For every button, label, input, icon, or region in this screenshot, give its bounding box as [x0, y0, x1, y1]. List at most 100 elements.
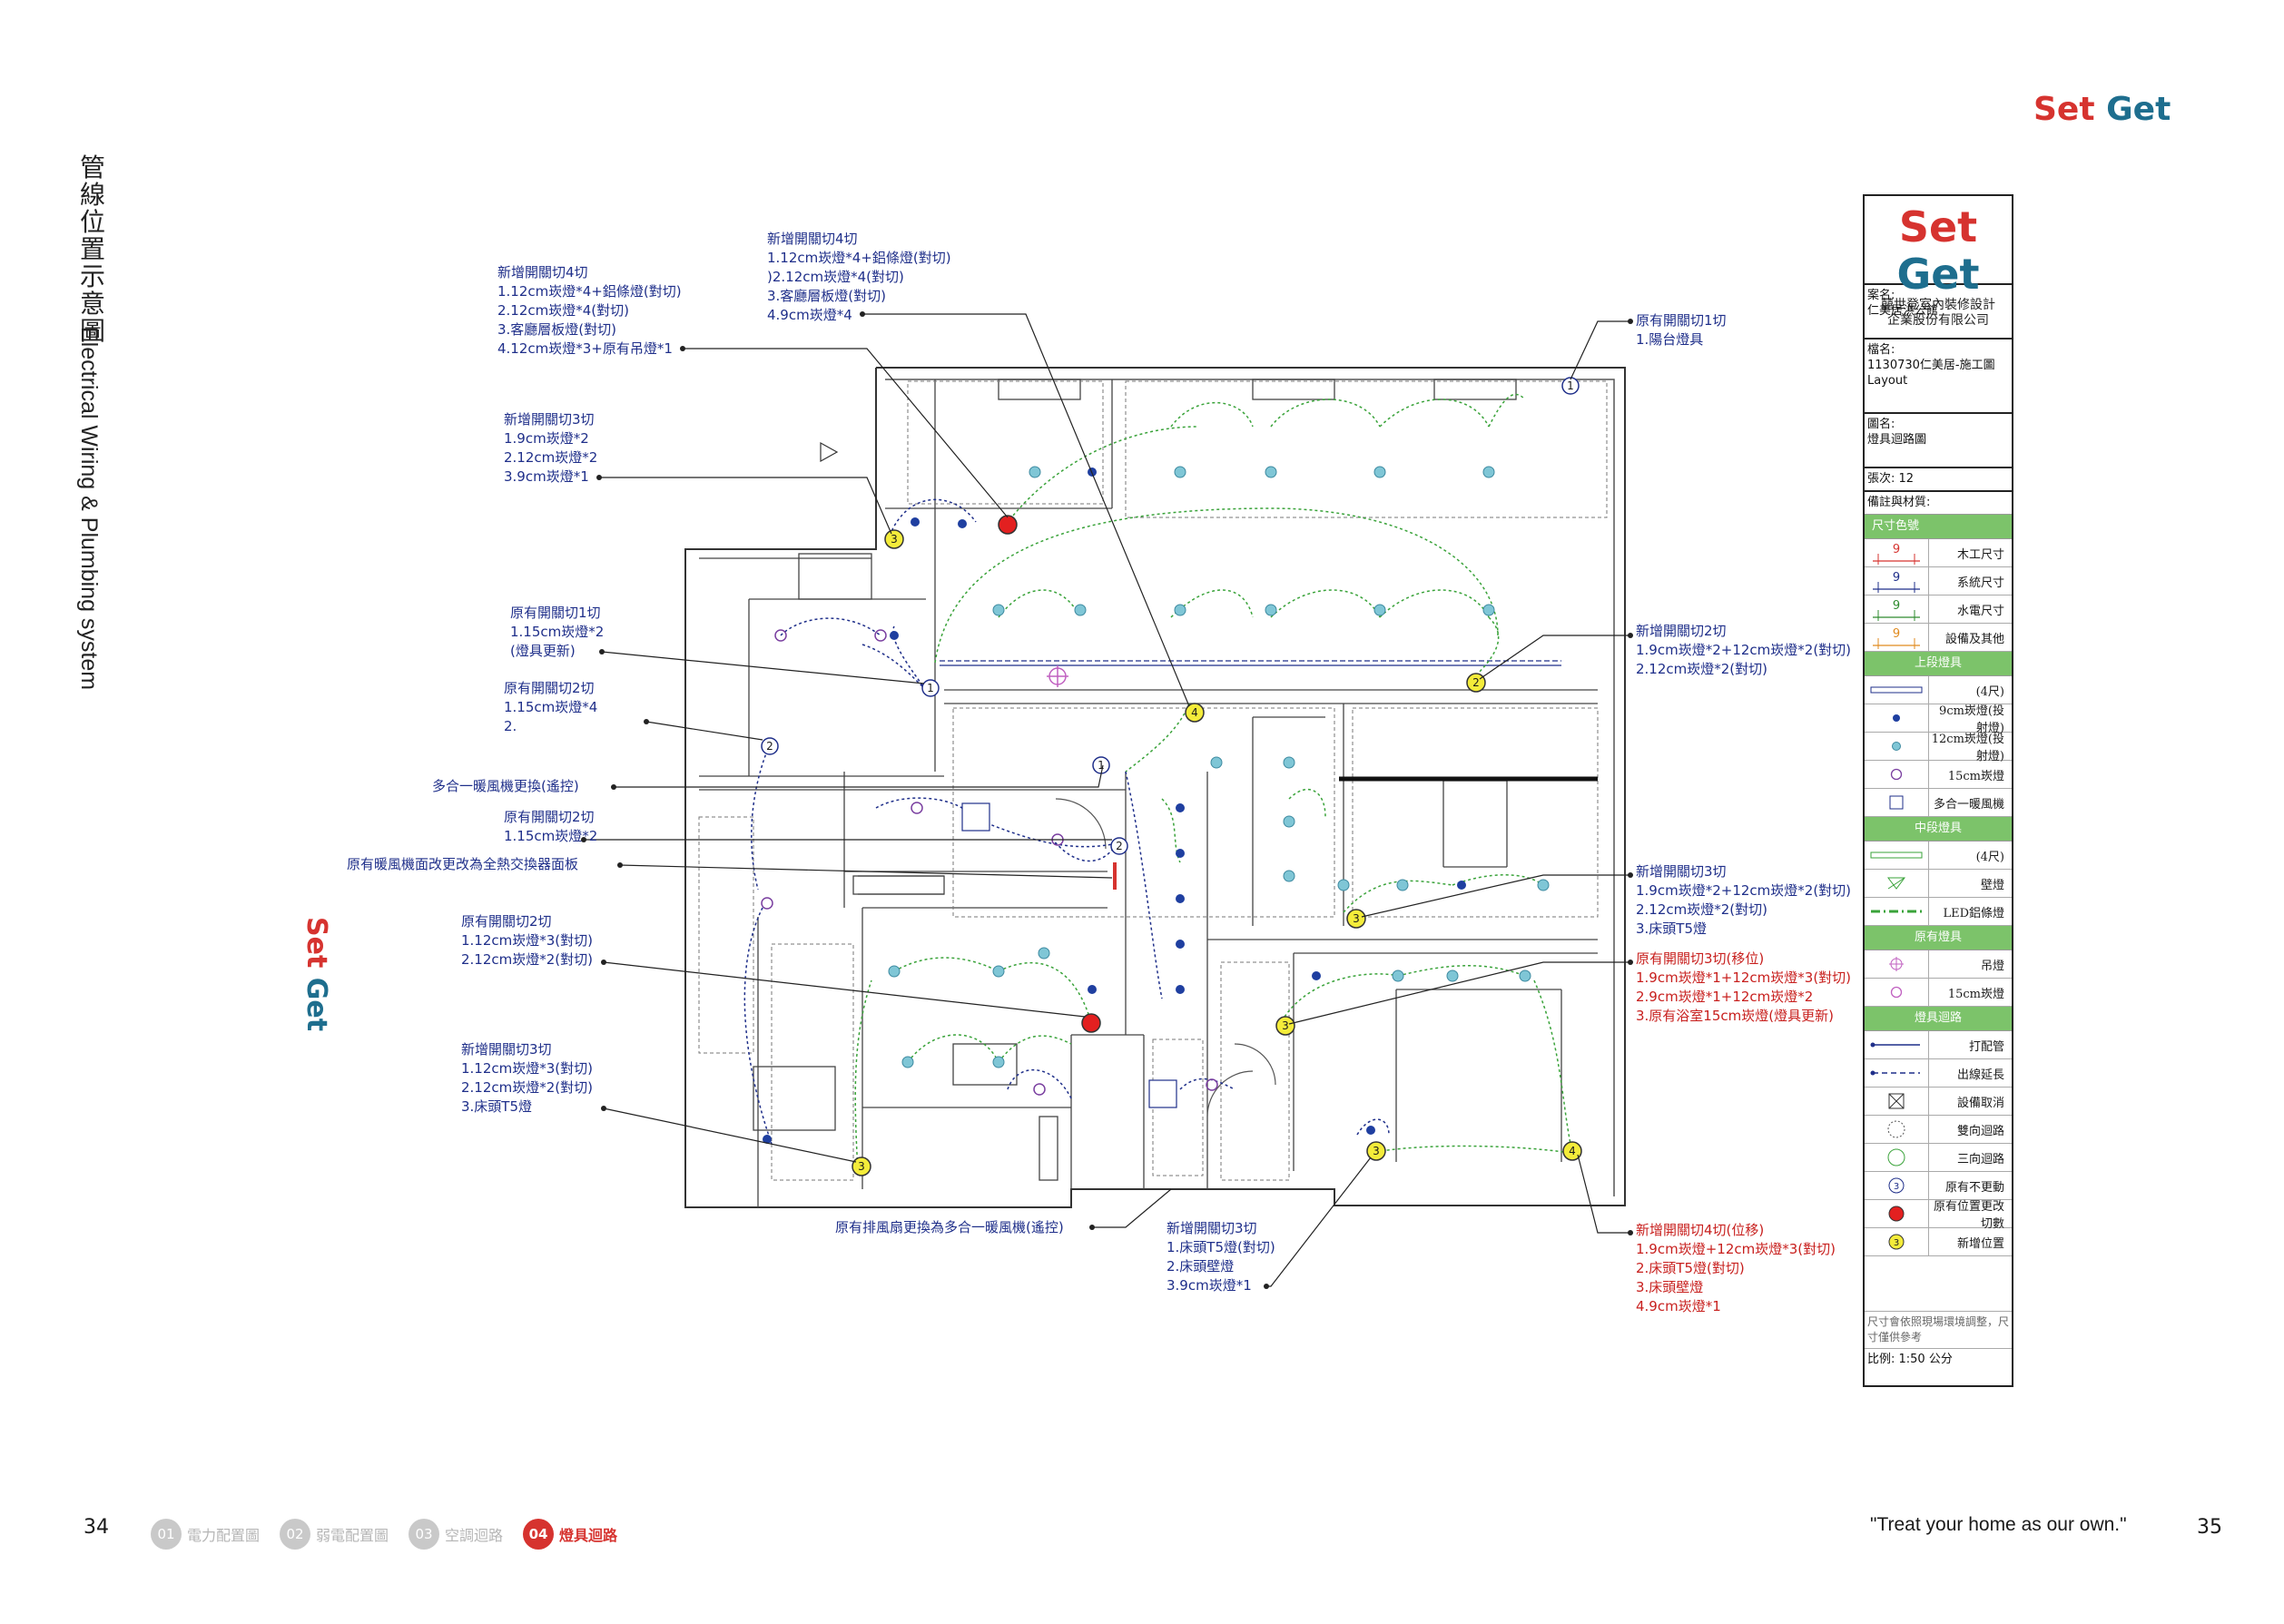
legend-mid-row: 壁燈 — [1865, 870, 2012, 898]
svg-text:1: 1 — [1098, 759, 1105, 772]
legend-mid-row: (4尺) — [1865, 842, 2012, 870]
page-number-left: 34 — [84, 1516, 109, 1539]
legend-upper-label: 12cm崁燈(投射燈) — [1931, 733, 2004, 763]
note-right-5: 新增開關切4切(位移)1.9cm崁燈+12cm崁燈*3(對切) 2.床頭T5燈(… — [1636, 1222, 1836, 1314]
dimension-icon: 9 — [1865, 567, 1929, 595]
legend-sheet: 張次: 12 — [1865, 468, 2012, 492]
legend-circuit-label: 原有位置更改切數 — [1933, 1200, 2004, 1231]
legend-circuit-label: 三向迴路 — [1956, 1152, 2004, 1166]
legend-upper-row: 9cm崁燈(投射燈) — [1865, 704, 2012, 735]
legend-circuit-row: 打配管 — [1865, 1031, 2012, 1059]
svg-text:3: 3 — [1282, 1019, 1289, 1032]
svg-text:3: 3 — [1894, 1182, 1899, 1192]
tube-icon — [1865, 676, 1929, 704]
pendant-icon — [1865, 950, 1929, 978]
legend-circuit-label: 原有不更動 — [1944, 1180, 2004, 1195]
legend-dim-row: 9 水電尺寸 — [1865, 595, 2012, 624]
legend-dim-row: 9 系統尺寸 — [1865, 567, 2012, 595]
legend-upper-row: 15cm崁燈 — [1865, 761, 2012, 789]
legend-circuit-row: 3 原有不更動 — [1865, 1172, 2012, 1200]
svg-text:2: 2 — [766, 740, 773, 753]
top-logo: Set Get — [2033, 91, 2171, 128]
led-icon — [1865, 898, 1929, 925]
legend-dim-label: 木工尺寸 — [1956, 547, 2004, 562]
legend-circuit-row: 三向迴路 — [1865, 1144, 2012, 1172]
legend-remark: 備註與材質: — [1865, 492, 2012, 515]
slogan: "Treat your home as our own." — [1870, 1514, 2127, 1535]
svg-text:2: 2 — [1472, 676, 1480, 689]
dot9-icon — [1865, 704, 1929, 732]
legend-upper-row: 12cm崁燈(投射燈) — [1865, 733, 2012, 763]
pipe-icon — [1865, 1031, 1929, 1058]
legend-case: 案名:仁美居洪公館 — [1865, 285, 2012, 340]
new-icon: 3 — [1865, 1228, 1929, 1255]
three-icon — [1865, 1144, 1929, 1171]
wall-icon — [1865, 870, 1929, 897]
legend-drawing: 圖名:燈具迴路圖 — [1865, 414, 2012, 468]
legend-circuit-row: 設備取消 — [1865, 1088, 2012, 1116]
svg-text:4: 4 — [1191, 706, 1198, 719]
legend-section-upper: 上段燈具 — [1865, 652, 2012, 676]
legend-mid-label: (4尺) — [1975, 850, 2004, 864]
svg-text:9: 9 — [1893, 599, 1900, 613]
legend-orig-row: 15cm崁燈 — [1865, 979, 2012, 1007]
note-heater-replace: 多合一暖風機更換(遙控) — [432, 778, 579, 794]
dimension-icon: 9 — [1865, 595, 1929, 623]
legend-upper-label: 9cm崁燈(投射燈) — [1939, 704, 2004, 735]
legend-upper-label: 15cm崁燈 — [1947, 769, 2004, 783]
legend-circuit-label: 雙向迴路 — [1956, 1124, 2004, 1138]
inner-wall-outline — [885, 379, 1615, 1196]
legend-section-mid: 中段燈具 — [1865, 817, 2012, 842]
legend-section-circuit: 燈具迴路 — [1865, 1007, 2012, 1031]
page-number-right: 35 — [2197, 1516, 2222, 1539]
legend-section-dim: 尺寸色號 — [1865, 515, 2012, 539]
legend-dim-row: 9 木工尺寸 — [1865, 539, 2012, 567]
move-icon — [1865, 1200, 1929, 1227]
ring15p-icon — [1865, 979, 1929, 1006]
svg-text:3: 3 — [1373, 1145, 1380, 1157]
legend-dim-label: 水電尺寸 — [1956, 604, 2004, 618]
legend-section-orig: 原有燈具 — [1865, 926, 2012, 950]
svg-text:9: 9 — [1893, 571, 1900, 585]
legend-scale: 比例: 1:50 公分 — [1867, 1353, 1953, 1366]
legend-mid-label: 壁燈 — [1980, 878, 2004, 892]
note-exhaust-fan: 原有排風扇更換為多合一暖風機(遙控) — [835, 1219, 1064, 1235]
note-right-4: 原有開關切3切(移位)1.9cm崁燈*1+12cm崁燈*3(對切) 2.9cm崁… — [1636, 950, 1852, 1024]
keep-icon: 3 — [1865, 1172, 1929, 1199]
heater-icon — [1865, 789, 1929, 816]
two-icon — [1865, 1116, 1929, 1143]
side-logo: Set Get — [300, 917, 332, 1032]
legend-circuit-row: 原有位置更改切數 — [1865, 1200, 2012, 1231]
legend-mid-row: LED鋁條燈 — [1865, 898, 2012, 926]
legend-circuit-row: 雙向迴路 — [1865, 1116, 2012, 1144]
svg-text:9: 9 — [1893, 543, 1900, 556]
page-title-en: Electrical Wiring & Plumbing system — [76, 327, 102, 691]
legend-panel: Set Get 囍世登室內裝修設計 企業股份有限公司 案名:仁美居洪公館 檔名:… — [1863, 194, 2013, 1387]
cancel-icon — [1865, 1088, 1929, 1115]
legend-orig-row: 吊燈 — [1865, 950, 2012, 979]
legend-dim-label: 系統尺寸 — [1956, 576, 2004, 590]
page-title-cn: 管線位置示意圖 — [79, 153, 107, 346]
legend-circuit-label: 新增位置 — [1956, 1236, 2004, 1251]
svg-text:3: 3 — [891, 533, 898, 546]
svg-text:3: 3 — [858, 1160, 865, 1173]
dimension-icon: 9 — [1865, 539, 1929, 566]
